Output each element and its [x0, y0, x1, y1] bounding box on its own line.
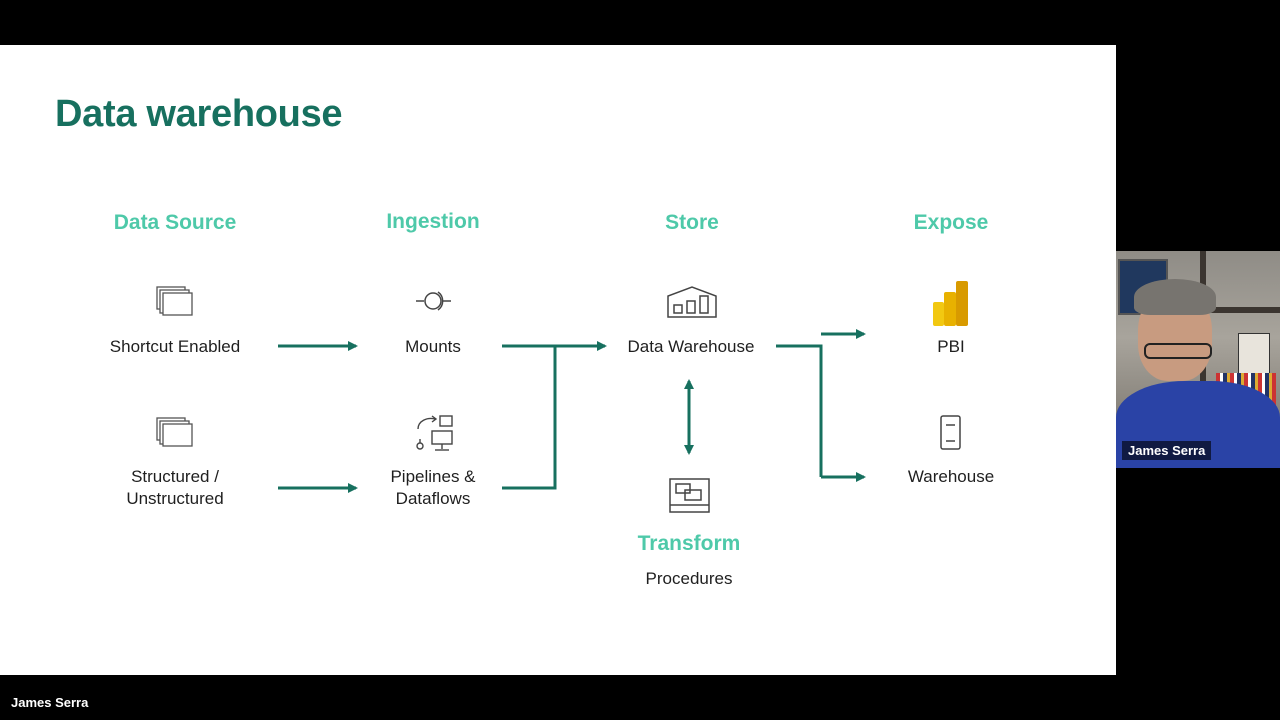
node-structured: Structured /: [131, 467, 219, 486]
procedures-icon: [669, 478, 710, 513]
node-pbi: PBI: [937, 337, 965, 356]
wall-frame: [1238, 333, 1270, 375]
node-warehouse: Warehouse: [907, 467, 995, 486]
data-warehouse-icon: [667, 286, 717, 318]
node-unstructured: Unstructured: [126, 489, 224, 508]
person-hair: [1134, 279, 1216, 315]
node-dataflows: Dataflows: [395, 489, 471, 508]
power-bi-logo-icon: [933, 281, 968, 326]
arrow-pipelines-join: [502, 346, 557, 490]
node-pipelines: Pipelines &: [390, 467, 476, 486]
heading-data-source: Data Source: [113, 211, 237, 234]
heading-ingestion: Ingestion: [386, 210, 480, 233]
stacked-windows-icon: [156, 286, 193, 316]
pipeline-icon: [416, 415, 453, 451]
bookshelf-shelf: [1206, 307, 1280, 313]
diagram-connectors: [278, 329, 866, 493]
arrow-warehouse-split: [776, 344, 823, 477]
node-data-warehouse: Data Warehouse: [627, 337, 755, 356]
node-procedures: Procedures: [645, 569, 733, 588]
stacked-windows-icon: [156, 417, 193, 447]
heading-expose: Expose: [913, 211, 989, 234]
node-shortcut-enabled: Shortcut Enabled: [109, 337, 241, 356]
node-mounts: Mounts: [405, 337, 461, 356]
presenter-name-label: James Serra: [11, 695, 89, 710]
heading-store: Store: [665, 211, 719, 234]
glasses: [1144, 343, 1212, 359]
heading-transform: Transform: [637, 532, 741, 555]
mount-connector-icon: [416, 291, 451, 311]
mobile-device-icon: [940, 415, 961, 450]
slide-title: Data warehouse: [55, 93, 343, 135]
presentation-slide: Data warehouse Data Source Ingestion Sto…: [0, 45, 1116, 675]
participant-name-tag: James Serra: [1122, 441, 1212, 460]
participant-video-tile[interactable]: James Serra: [1116, 251, 1280, 468]
